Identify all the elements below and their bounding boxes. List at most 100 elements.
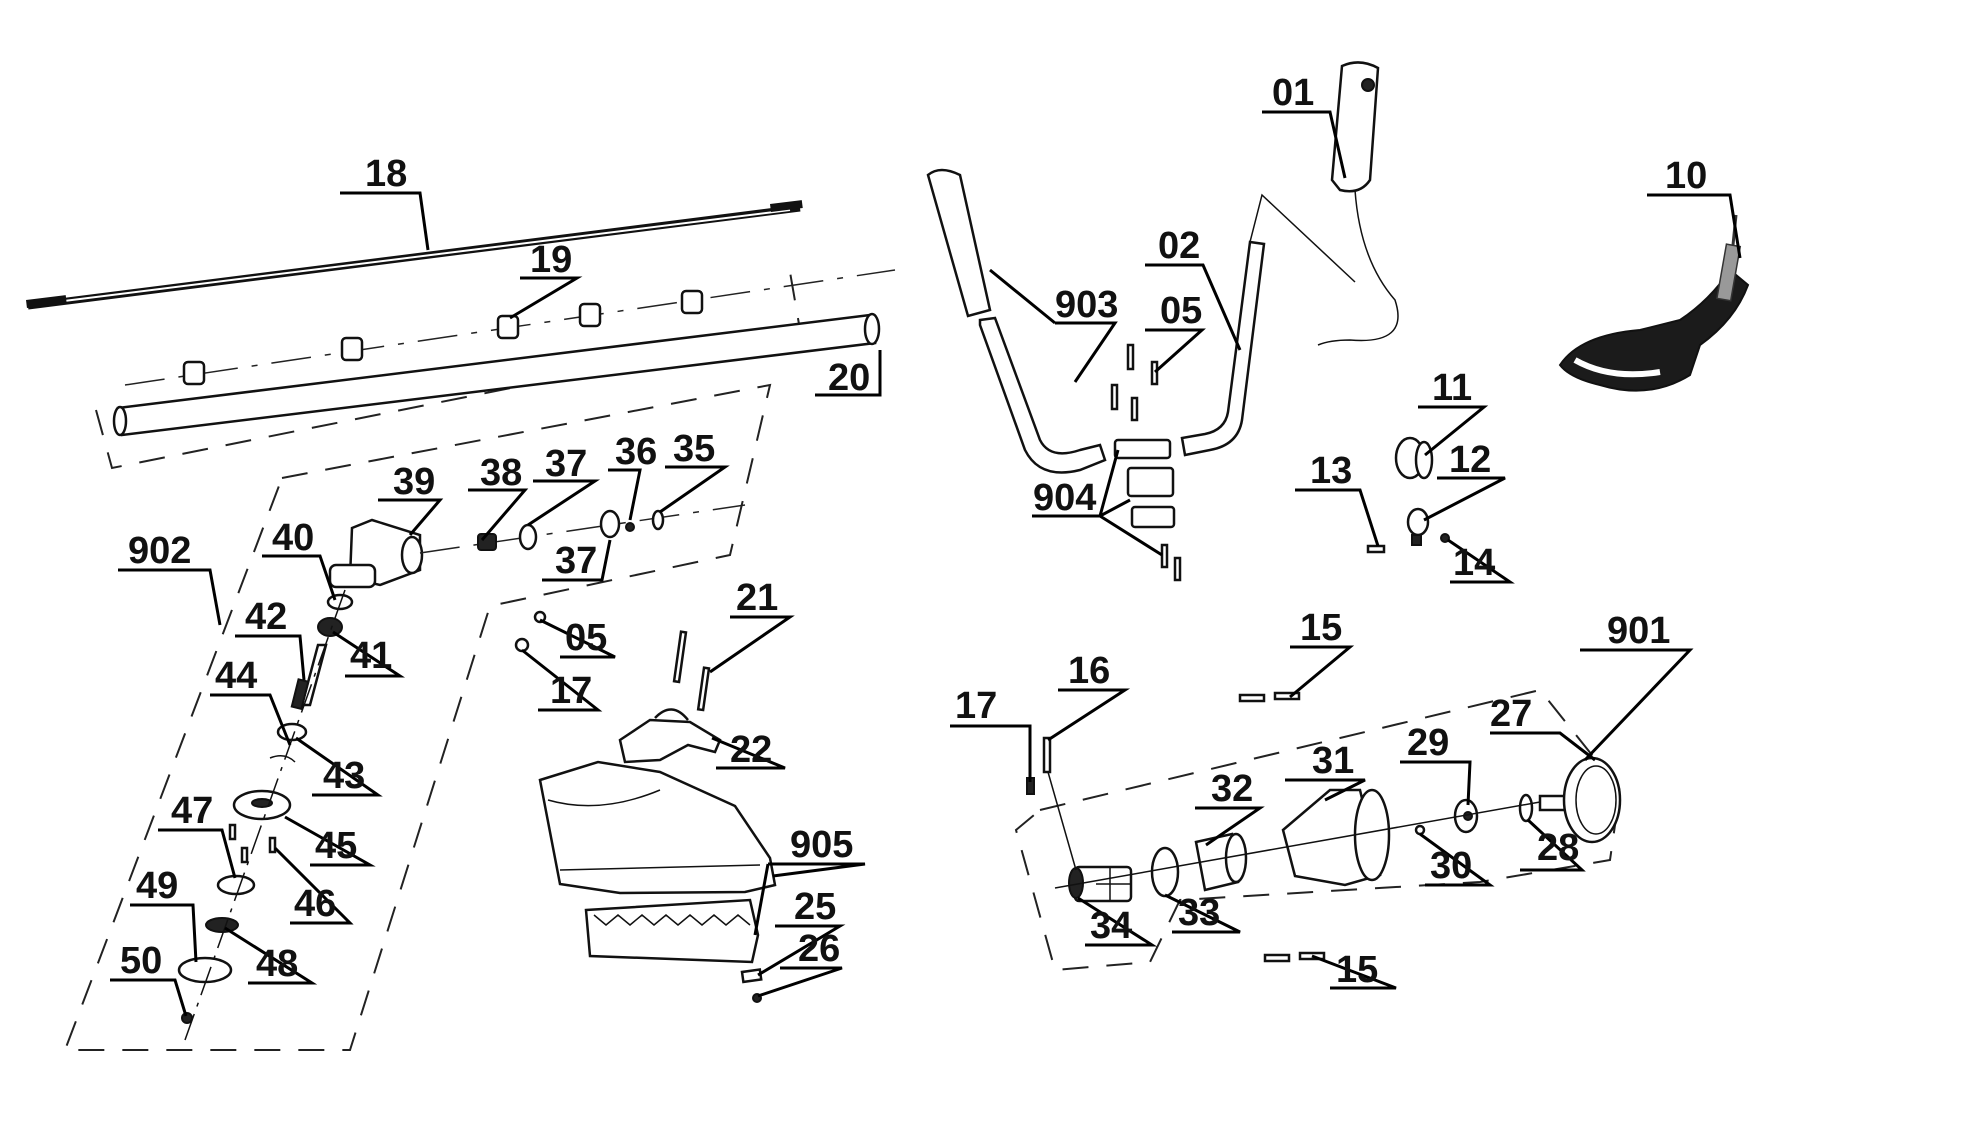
label-14: 14 [1453,542,1495,584]
washer-30-part [1414,824,1426,836]
label-26: 26 [798,928,840,970]
label-28: 28 [1537,827,1579,869]
label-38: 38 [480,452,522,494]
cup-49-part [177,956,233,984]
screws-15a-part [1238,691,1301,703]
right-tube-02-part [1180,240,1266,457]
clutch-drum-27-part [1538,756,1622,844]
label-32: 32 [1211,768,1253,810]
cover-45-part [232,789,292,821]
label-12: 12 [1449,439,1491,481]
label-10: 10 [1665,155,1707,197]
holder-47-part [216,874,256,896]
bolt-16-leader-axis [1047,771,1077,871]
drive-shaft-part [25,200,803,310]
label-50: 50 [120,940,162,982]
bearing-29-part [1453,798,1479,834]
shaft-bushings-part [182,289,704,386]
label-47: 47 [171,790,213,832]
label-02: 02 [1158,225,1200,267]
gear-head-axis [184,589,346,1041]
label-13: 13 [1310,450,1352,492]
label-44: 44 [215,655,257,697]
label-49: 49 [136,865,178,907]
washer-36-part [625,522,635,532]
label-36: 36 [615,431,657,473]
label-15a: 15 [1300,607,1342,649]
strap-clamp-11-part [1394,436,1434,480]
label-903: 903 [1055,284,1118,326]
label-31: 31 [1312,740,1354,782]
guard-905-part [538,760,777,964]
handle-clamp-904-part [1113,438,1176,529]
label-904: 904 [1033,477,1096,519]
label-11: 11 [1432,367,1472,409]
bolt-13-part [1366,544,1386,554]
gear-housing-part [328,504,746,589]
label-41: 41 [350,635,392,677]
label-37a: 37 [545,443,587,485]
output-shaft-42-part [290,643,328,711]
gear-41-part [317,617,343,637]
strap-hook-12-part [1406,507,1430,546]
guard-bracket-22-part [618,708,722,764]
bearing-37b-part [599,509,621,539]
circlip-35-part [651,509,665,531]
label-17a: 17 [550,670,592,712]
label-905: 905 [790,824,853,866]
label-45: 45 [315,825,357,867]
outer-tube-part [112,312,881,437]
label-46: 46 [294,883,336,925]
screws-21-part [672,630,711,712]
label-21: 21 [736,577,778,619]
label-901: 901 [1607,610,1670,652]
label-22: 22 [730,729,772,771]
left-handle-903-part [926,168,1107,474]
holder-48-part [205,917,239,933]
label-40: 40 [272,517,314,559]
screws-46-part [228,823,277,864]
label-37b: 37 [555,540,597,582]
throttle-grip-01-part [1249,61,1399,346]
circlip-28-part [1518,793,1534,823]
label-27: 27 [1490,693,1532,735]
bearing-37a-part [518,523,538,551]
label-25: 25 [794,886,836,928]
clutch-axis [1054,801,1541,889]
label-42: 42 [245,596,287,638]
label-15b: 15 [1336,949,1378,991]
label-20: 20 [828,357,870,399]
label-16: 16 [1068,650,1110,692]
assembly-boundary-901 [1014,688,1622,972]
label-33: 33 [1178,892,1220,934]
label-29: 29 [1407,722,1449,764]
assembly-boundary-902 [63,383,772,1051]
line-cutter-25-part [740,968,763,984]
label-902: 902 [128,530,191,572]
label-01: 01 [1272,72,1314,114]
leader-lines [110,110,1742,1017]
label-35: 35 [673,428,715,470]
label-48: 48 [256,943,298,985]
assembly-boundary-shaft [95,271,802,470]
label-30: 30 [1430,845,1472,887]
screw-05b-part [533,610,547,624]
bolt-16-part [1042,736,1052,774]
label-34: 34 [1090,905,1132,947]
label-05b: 05 [565,617,607,659]
screws-05a-part [1110,343,1182,582]
nut-14-part [1440,533,1450,543]
label-43: 43 [323,755,365,797]
part-labels: 01 18 10 19 02 903 05 20 11 12 13 39 38 … [120,72,1707,991]
label-17b: 17 [955,685,997,727]
shoulder-strap-10-part [1558,214,1750,392]
label-39: 39 [393,461,435,503]
label-05a: 05 [1160,290,1202,332]
screw-17a-part [514,637,530,653]
label-19: 19 [530,239,572,281]
circlip-44-part [269,755,296,763]
label-18: 18 [365,153,407,195]
clutch-housing-31-part [1281,788,1391,887]
